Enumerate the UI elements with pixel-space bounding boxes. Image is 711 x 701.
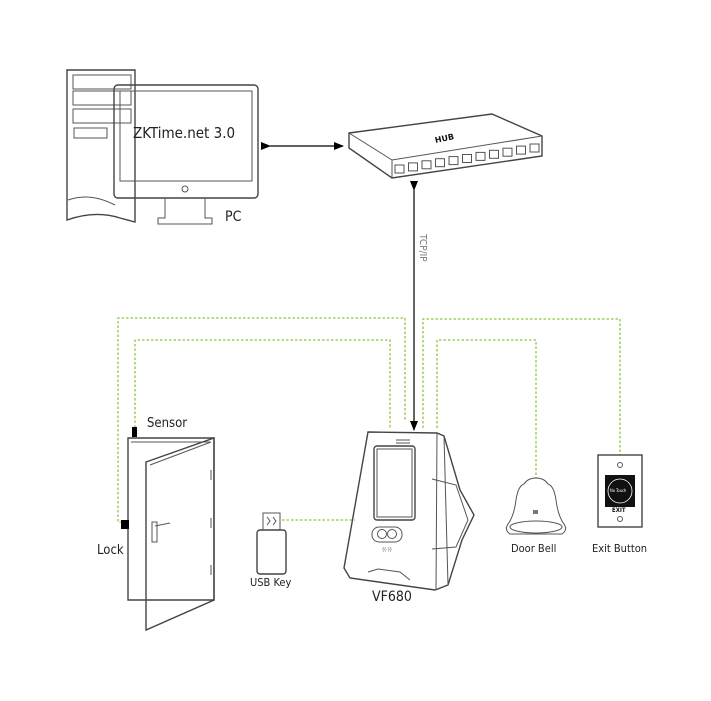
hub-icon: HUB xyxy=(348,113,543,179)
exit-panel-text: EXIT xyxy=(612,507,626,514)
usb-key-label: USB Key xyxy=(250,576,292,589)
pc-screen-text: ZKTime.net 3.0 xyxy=(133,124,236,142)
usb-key-icon xyxy=(256,512,287,575)
lock-label: Lock xyxy=(97,543,124,558)
wire-doorbell xyxy=(436,339,537,478)
tcpip-label: TCP/IP xyxy=(417,234,428,262)
vf680-label: VF680 xyxy=(372,589,412,605)
hub-port-icon xyxy=(435,158,445,168)
hub-port-icon xyxy=(475,151,486,161)
pc-monitor-icon xyxy=(113,84,259,225)
hub-port-icon xyxy=(421,160,432,170)
hub-port-icon xyxy=(394,164,405,174)
hub-port-icon xyxy=(448,156,459,166)
lock-icon xyxy=(121,520,129,529)
hub-port-icon xyxy=(529,143,540,153)
pc-tower-icon xyxy=(66,69,136,223)
wire-lock xyxy=(117,317,406,523)
no-touch-text: No Touch xyxy=(610,488,627,493)
sensor-label: Sensor xyxy=(147,416,188,431)
door-icon xyxy=(127,437,215,632)
sensor-icon xyxy=(132,427,137,437)
door-bell-icon xyxy=(505,477,567,535)
svg-text:HUB: HUB xyxy=(434,132,455,145)
pc-label: PC xyxy=(225,209,242,225)
hub-port-icon xyxy=(502,147,513,157)
hub-port-icon xyxy=(462,154,472,163)
svg-text:((·)): ((·)) xyxy=(382,547,391,553)
wire-exit xyxy=(422,318,621,455)
wire-sensor xyxy=(134,339,391,432)
hub-port-icon xyxy=(408,162,418,172)
hub-port-icon xyxy=(489,149,499,159)
vf680-device-icon: ((·)) xyxy=(343,431,475,591)
hub-port-icon xyxy=(516,145,526,155)
exit-button-icon xyxy=(597,454,643,528)
exit-button-label: Exit Button xyxy=(592,542,648,555)
door-bell-label: Door Bell xyxy=(511,542,557,555)
